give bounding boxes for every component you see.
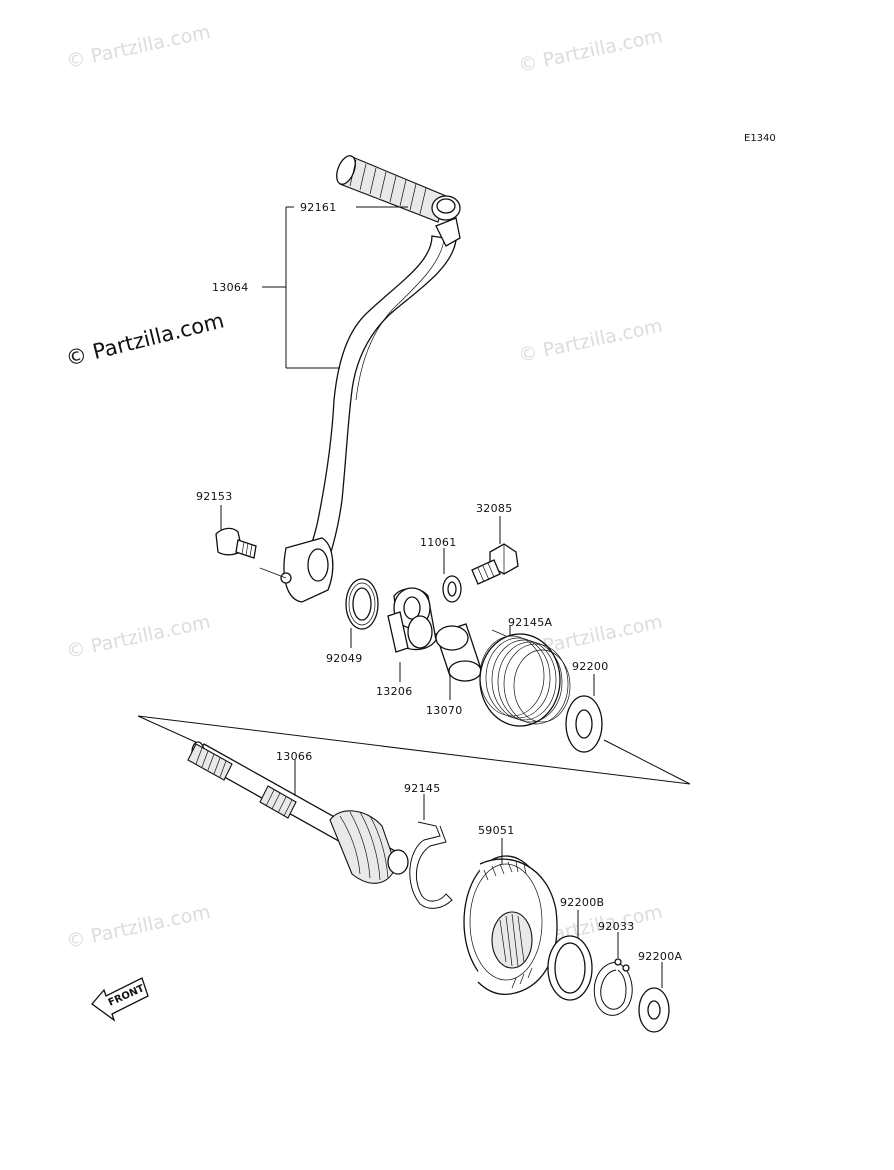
bushing-13070[interactable] <box>435 623 482 682</box>
part-label[interactable]: 13066 <box>276 750 313 763</box>
front-arrow: FRONT <box>91 977 149 1022</box>
part-label[interactable]: 92200 <box>572 660 609 673</box>
part-label[interactable]: 92161 <box>300 201 337 214</box>
collar-13206[interactable] <box>387 587 437 653</box>
watermark: © Partzilla.com <box>64 21 212 73</box>
shaft-13066[interactable] <box>187 741 409 884</box>
part-label[interactable]: 92033 <box>598 920 635 933</box>
part-labels: 92161 13064 92153 32085 11061 92049 1320… <box>196 201 682 963</box>
part-label[interactable]: 13064 <box>212 281 249 294</box>
kick-gear-59051[interactable] <box>463 855 558 996</box>
part-label[interactable]: 92200B <box>560 896 604 909</box>
assembly-lines <box>137 715 691 785</box>
part-label[interactable]: 32085 <box>476 502 513 515</box>
washer-92200A[interactable] <box>638 987 670 1033</box>
washer-92200B[interactable] <box>547 935 593 1001</box>
copyright-text: © Partzilla.com <box>63 308 226 370</box>
part-label[interactable]: 13206 <box>376 685 413 698</box>
bolt-32085[interactable] <box>471 543 519 585</box>
watermark: © Partzilla.com <box>64 901 212 953</box>
pedal-grip-92161[interactable] <box>333 153 461 247</box>
watermark: © Partzilla.com <box>516 25 664 77</box>
leader-lines <box>220 206 663 988</box>
part-label[interactable]: 11061 <box>420 536 457 549</box>
washer-11061[interactable] <box>442 575 462 603</box>
part-label[interactable]: 92145 <box>404 782 441 795</box>
diagram-code: E1340 <box>744 133 776 144</box>
part-label[interactable]: 13070 <box>426 704 463 717</box>
spring-92145A[interactable] <box>479 629 571 727</box>
part-label[interactable]: 92049 <box>326 652 363 665</box>
part-label[interactable]: 92200A <box>638 950 682 963</box>
washer-92200[interactable] <box>565 695 603 753</box>
watermark: © Partzilla.com <box>64 611 212 663</box>
spring-clip-92145[interactable] <box>409 821 453 909</box>
kick-pedal-13064[interactable] <box>259 235 457 603</box>
part-label[interactable]: 92153 <box>196 490 233 503</box>
watermark: © Partzilla.com <box>516 315 664 367</box>
part-label[interactable]: 59051 <box>478 824 515 837</box>
part-label[interactable]: 92145A <box>508 616 552 629</box>
circlip-92033[interactable] <box>593 958 633 1016</box>
oil-seal-92049[interactable] <box>345 578 379 630</box>
bolt-92153[interactable] <box>215 527 257 559</box>
